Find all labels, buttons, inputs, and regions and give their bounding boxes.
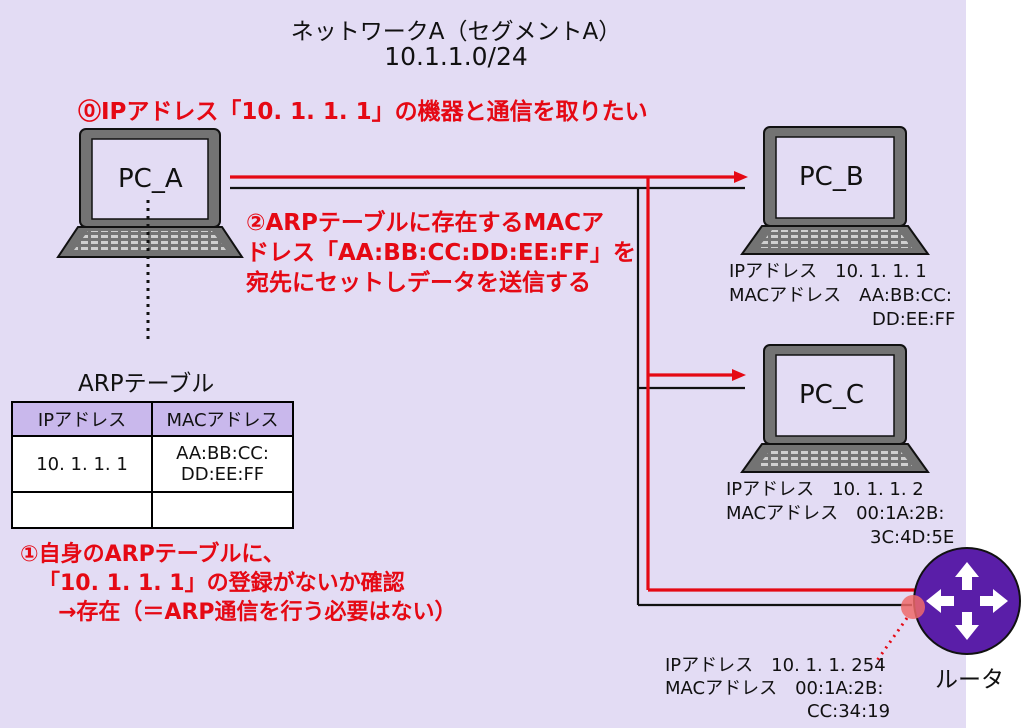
network-cable <box>230 186 912 607</box>
pc-a-laptop-icon <box>56 128 244 258</box>
arp-header-mac: MACアドレス <box>151 401 294 437</box>
segment-subnet: 10.1.1.0/24 <box>384 42 528 71</box>
pc-b-info: IPアドレス 10. 1. 1. 1 MACアドレス AA:BB:CC: DD:… <box>729 260 955 332</box>
step1-label: ①自身のARPテーブルに、 「10. 1. 1. 1」の登録がないか確認 →存在… <box>20 540 457 627</box>
pc-a-name: PC_A <box>118 164 183 194</box>
step0-label: ⓪IPアドレス「10. 1. 1. 1」の機器と通信を取りたい <box>78 99 648 125</box>
arp-table: IPアドレス MACアドレス 10. 1. 1. 1 AA:BB:CC: DD:… <box>11 401 294 529</box>
table-row: 10. 1. 1. 1 AA:BB:CC: DD:EE:FF <box>11 435 294 493</box>
router-mac-cont: CC:34:19 <box>807 701 891 722</box>
arp-cell-mac-line: DD:EE:FF <box>180 464 265 485</box>
table-row <box>11 491 294 529</box>
step2-line: ドレス「AA:BB:CC:DD:EE:FF」を <box>246 240 636 266</box>
router-info: IPアドレス 10. 1. 1. 254 MACアドレス 00:1A:2B: C… <box>665 654 890 723</box>
router-name: ルータ <box>935 667 1004 693</box>
pc-c-ip: IPアドレス 10. 1. 1. 2 <box>726 479 924 500</box>
arp-header-ip: IPアドレス <box>11 401 153 437</box>
pc-b-laptop-icon <box>740 126 930 255</box>
step1-line: →存在（＝ARP通信を行う必要はない） <box>58 600 457 625</box>
pc-c-mac: MACアドレス 00:1A:2B: <box>726 503 945 524</box>
step1-line: ①自身のARPテーブルに、 <box>20 542 285 567</box>
data-path-arrows <box>230 171 966 596</box>
router-interface-link <box>874 617 909 663</box>
step1-line: 「10. 1. 1. 1」の登録がないか確認 <box>38 571 405 596</box>
step2-label: ②ARPテーブルに存在するMACア ドレス「AA:BB:CC:DD:EE:FF」… <box>246 208 636 298</box>
pc-b-mac: MACアドレス AA:BB:CC: <box>729 285 952 306</box>
pc-c-mac-cont: 3C:4D:5E <box>870 527 955 548</box>
pc-c-laptop-icon <box>740 344 930 473</box>
pc-b-ip: IPアドレス 10. 1. 1. 1 <box>729 261 927 282</box>
arp-cell-mac <box>151 491 294 529</box>
pc-b-mac-cont: DD:EE:FF <box>872 309 956 330</box>
arp-cell-ip <box>11 491 153 529</box>
router-mac: MACアドレス 00:1A:2B: <box>665 678 884 699</box>
pc-c-info: IPアドレス 10. 1. 1. 2 MACアドレス 00:1A:2B: 3C:… <box>726 478 954 550</box>
segment-title: ネットワークA（セグメントA） <box>290 19 622 45</box>
router-ip: IPアドレス 10. 1. 1. 254 <box>665 655 886 676</box>
router-icon <box>913 547 1021 655</box>
router-interface-marker <box>901 595 925 619</box>
arp-cell-mac-line: AA:BB:CC: <box>176 443 269 464</box>
arp-cell-ip: 10. 1. 1. 1 <box>11 435 153 493</box>
pc-b-name: PC_B <box>799 162 864 192</box>
pc-c-name: PC_C <box>799 380 864 410</box>
arp-cell-mac: AA:BB:CC: DD:EE:FF <box>151 435 294 493</box>
step2-line: ②ARPテーブルに存在するMACア <box>246 210 605 236</box>
step2-line: 宛先にセットしデータを送信する <box>246 270 591 296</box>
arp-table-title: ARPテーブル <box>78 371 215 397</box>
